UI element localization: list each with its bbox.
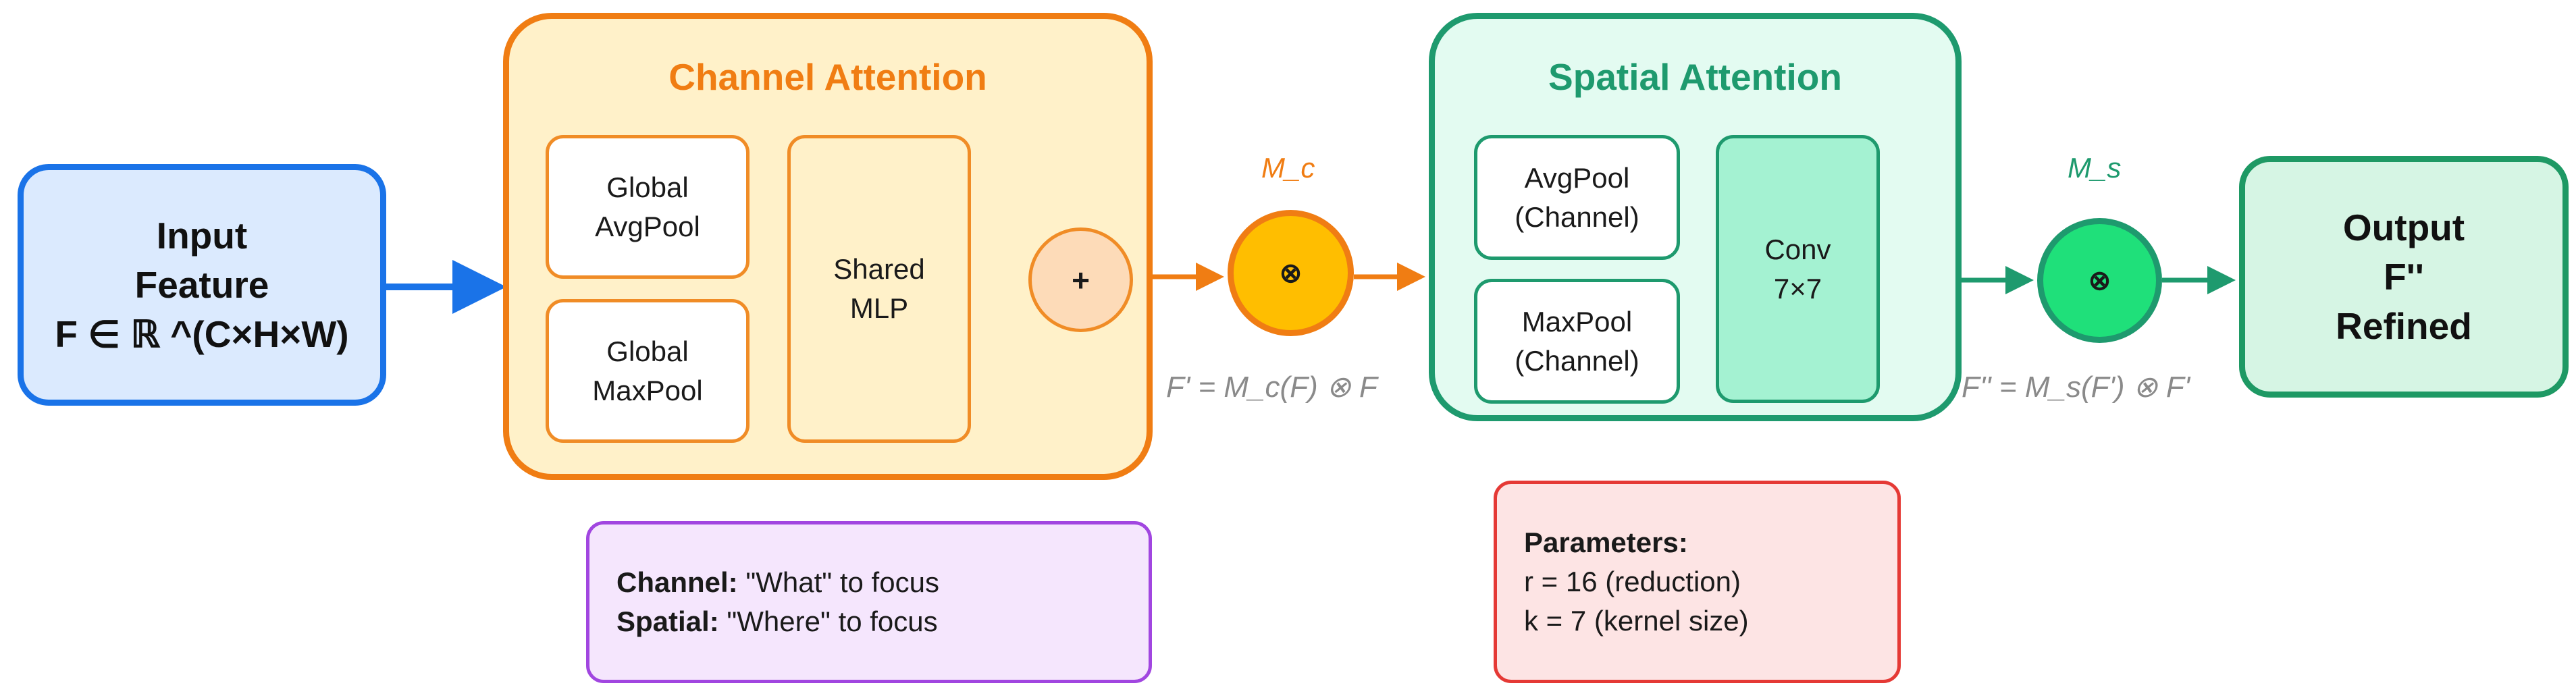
focus-note-channel-row: Channel: "What" to focus xyxy=(616,563,939,602)
ms-label: M_s xyxy=(2068,152,2122,184)
spatial-avgpool-line1: AvgPool xyxy=(1524,161,1630,194)
global-avgpool-line2: AvgPool xyxy=(595,210,700,242)
output-line1: Output xyxy=(2342,206,2465,248)
input-line3: F ∈ ℝ ^(C×H×W) xyxy=(55,313,349,355)
parameters-note: Parameters: r = 16 (reduction) k = 7 (ke… xyxy=(1494,481,1901,683)
parameters-title: Parameters: xyxy=(1524,527,1688,558)
shared-mlp-line2: MLP xyxy=(849,292,909,324)
spatial-refine-equation: F'' = M_s(F') ⊗ F' xyxy=(1962,371,2190,404)
parameters-line2: k = 7 (kernel size) xyxy=(1524,605,1749,637)
ms-multiply-symbol: ⊗ xyxy=(2088,265,2111,296)
focus-note-spatial-text: "Where" to focus xyxy=(718,605,938,637)
add-node: + xyxy=(1028,227,1133,332)
spatial-avgpool-line2: (Channel) xyxy=(1515,200,1639,233)
global-avgpool-line1: Global xyxy=(606,171,689,203)
spatial-maxpool-line2: (Channel) xyxy=(1515,344,1639,377)
output-line3: Refined xyxy=(2336,304,2472,347)
ms-multiply-node: ⊗ xyxy=(2037,218,2162,343)
input-feature-box: Input Feature F ∈ ℝ ^(C×H×W) xyxy=(18,164,386,406)
mc-multiply-symbol: ⊗ xyxy=(1279,258,1303,288)
channel-refine-equation: F' = M_c(F) ⊗ F xyxy=(1166,371,1377,404)
parameters-line1: r = 16 (reduction) xyxy=(1524,566,1741,597)
channel-attention-title: Channel Attention xyxy=(668,56,987,98)
output-refined-box: Output F'' Refined xyxy=(2239,156,2569,398)
spatial-avgpool-box: AvgPool (Channel) xyxy=(1474,135,1680,260)
shared-mlp-box: Shared MLP xyxy=(787,135,971,443)
global-maxpool-box: Global MaxPool xyxy=(546,299,750,443)
spatial-attention-title: Spatial Attention xyxy=(1548,56,1842,98)
shared-mlp-line1: Shared xyxy=(833,253,925,285)
input-line1: Input xyxy=(156,214,248,257)
conv-7x7-box: Conv 7×7 xyxy=(1716,135,1880,403)
global-maxpool-line2: MaxPool xyxy=(592,374,703,406)
conv-line1: Conv xyxy=(1764,233,1831,265)
focus-note-channel-text: "What" to focus xyxy=(737,566,939,598)
conv-line2: 7×7 xyxy=(1773,272,1822,304)
global-avgpool-box: Global AvgPool xyxy=(546,135,750,279)
mc-multiply-node: ⊗ xyxy=(1228,210,1354,336)
focus-note: Channel: "What" to focus Spatial: "Where… xyxy=(586,521,1152,683)
focus-note-spatial-key: Spatial: xyxy=(616,605,719,637)
add-symbol: + xyxy=(1072,262,1090,298)
focus-note-spatial-row: Spatial: "Where" to focus xyxy=(616,602,938,641)
global-maxpool-line1: Global xyxy=(606,335,689,367)
input-line2: Feature xyxy=(134,263,269,306)
spatial-maxpool-line1: MaxPool xyxy=(1521,305,1633,338)
focus-note-channel-key: Channel: xyxy=(616,566,738,598)
spatial-maxpool-box: MaxPool (Channel) xyxy=(1474,279,1680,404)
output-line2: F'' xyxy=(2384,255,2424,298)
mc-label: M_c xyxy=(1261,152,1315,184)
